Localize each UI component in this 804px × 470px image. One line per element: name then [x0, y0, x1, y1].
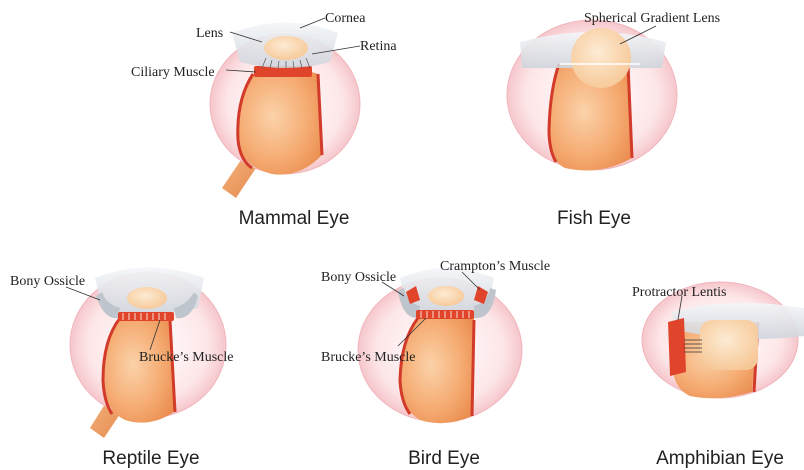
lens [127, 287, 167, 309]
panel-title: Reptile Eye [102, 448, 199, 469]
retina-right [472, 320, 474, 416]
lens [428, 286, 464, 306]
cornea-label: Cornea [325, 11, 366, 26]
lens [700, 320, 758, 370]
spherical-lens [571, 28, 631, 88]
bruckes-muscle [118, 312, 174, 321]
ciliary-muscle-label: Ciliary Muscle [131, 65, 215, 80]
bruckes-muscle-label: Brucke’s Muscle [139, 350, 233, 365]
panel-title: Amphibian Eye [656, 448, 784, 469]
spherical-gradient-lens-label: Spherical Gradient Lens [584, 11, 720, 26]
panel-title: Fish Eye [557, 208, 631, 229]
bird-eye-panel: Bony Ossicle Crampton’s Muscle Brucke’s … [321, 259, 550, 469]
lens-label: Lens [196, 26, 223, 41]
lens [264, 36, 308, 60]
cramptons-muscle-label: Crampton’s Muscle [440, 259, 550, 274]
vitreous-body [103, 318, 174, 423]
bony-ossicle-label: Bony Ossicle [321, 270, 396, 285]
fish-eye-panel: Spherical Gradient Lens Fish Eye [507, 11, 720, 229]
protractor-lentis-label: Protractor Lentis [632, 285, 726, 300]
amphibian-eye-panel: Protractor Lentis Amphibian Eye [632, 282, 804, 469]
panel-title: Bird Eye [408, 448, 480, 469]
bruckes-muscle-label: Brucke’s Muscle [321, 350, 415, 365]
reptile-eye-panel: Bony Ossicle Brucke’s Muscle Reptile Eye [10, 268, 233, 470]
vitreous-body [238, 69, 322, 175]
protractor-lentis [668, 318, 686, 376]
bony-ossicle-label: Bony Ossicle [10, 274, 85, 289]
mammal-eye-panel: Lens Cornea Retina Ciliary Muscle Mammal… [131, 11, 397, 229]
panel-title: Mammal Eye [239, 208, 350, 229]
retina-label: Retina [360, 39, 397, 54]
vitreous-body [400, 318, 474, 423]
